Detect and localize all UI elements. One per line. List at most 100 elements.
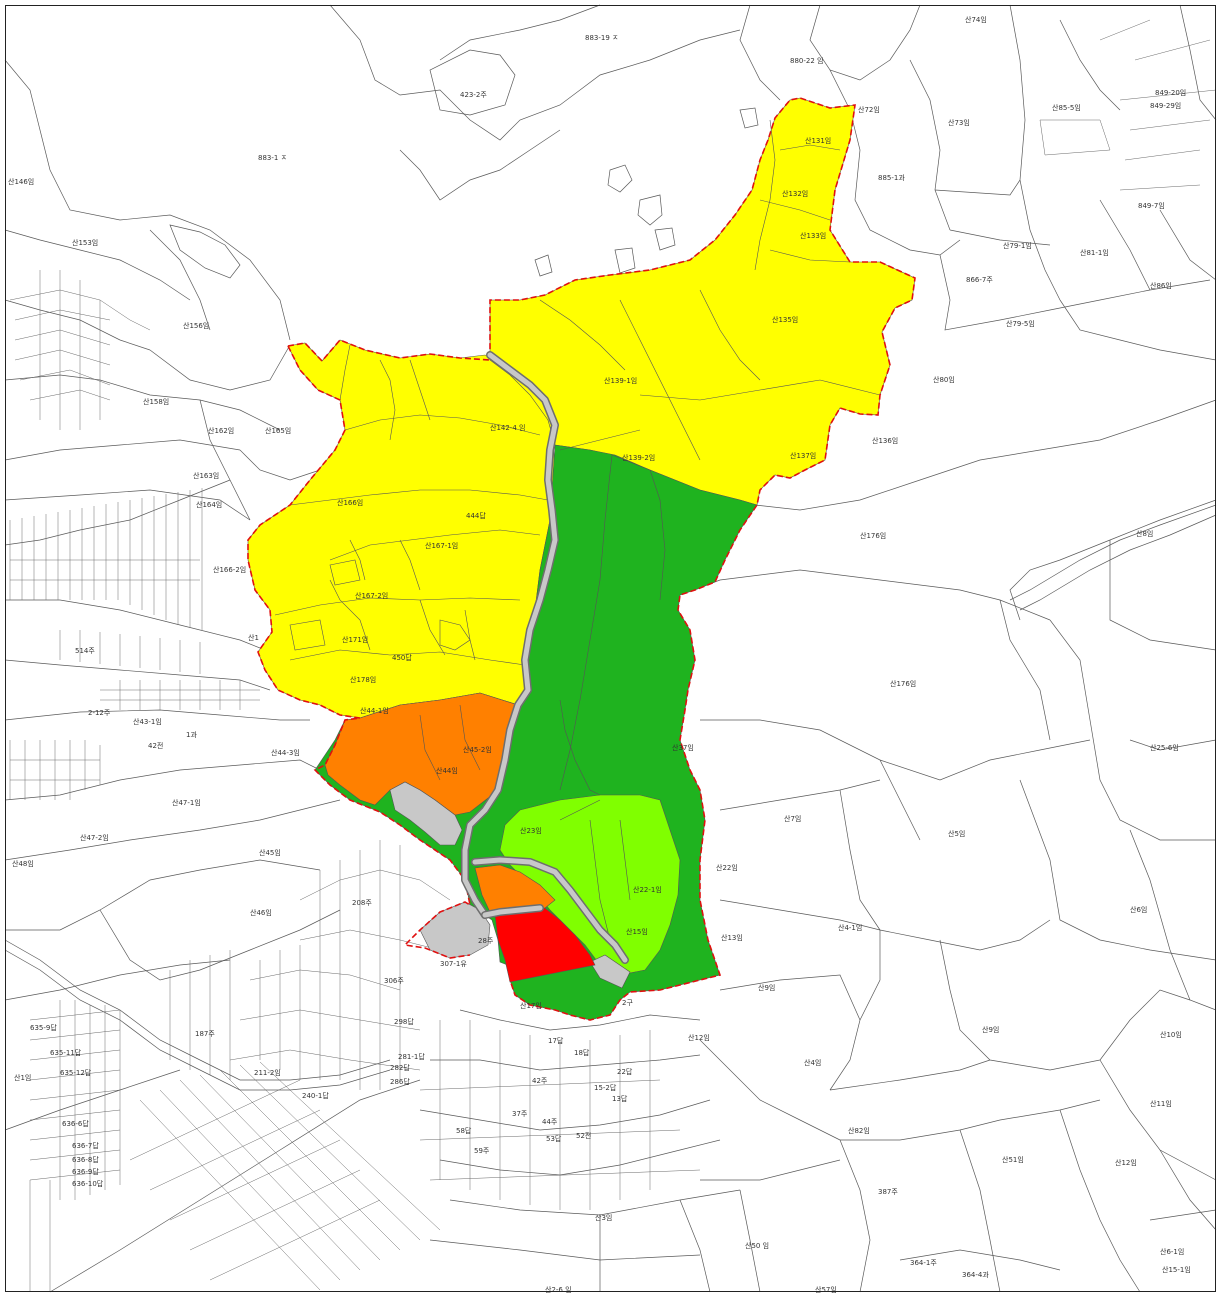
project-boundary-west [247,345,472,959]
access-road[interactable] [461,351,629,964]
label-l078: 187주 [195,1030,215,1038]
label-l053: 산45-2임 [463,745,492,754]
label-l091: 산4-1임 [838,923,862,932]
label-l092: 산9임 [982,1025,999,1034]
label-l049: 42전 [148,741,163,750]
label-l086: 636-10답 [72,1179,104,1188]
label-l057: 산45임 [259,848,281,857]
label-l098: 산4임 [804,1058,821,1067]
label-l094: 산10임 [1160,1030,1182,1039]
zone-inner-parcels [274,119,881,941]
label-l043: 산178임 [350,675,376,684]
label-l028: 산146임 [8,177,34,186]
label-l026: 산86임 [1150,281,1172,290]
label-l116: 15-2답 [594,1083,617,1092]
parcel-labels: 883-19 ㅈ 880-22 임 423-2주 883-1 ㅈ 산74임 산7… [8,15,1191,1294]
label-l040: 산166-2임 [213,565,246,574]
label-l075: 208주 [352,899,372,907]
label-l099: 산82임 [848,1126,870,1135]
label-l106: 364-1주 [910,1259,937,1267]
label-l122: 52전 [576,1131,591,1140]
label-l032: 산162임 [208,426,234,435]
label-l005: 산74임 [965,15,987,24]
label-l013: 산142-4 임 [490,423,525,432]
label-l107: 364-4과 [962,1270,989,1279]
label-l035: 산164임 [196,500,222,509]
label-l039: 산167-2임 [355,591,388,600]
label-l093: 산6임 [1130,905,1147,914]
label-l121: 53답 [546,1134,562,1143]
label-l055: 산47-2임 [80,833,109,842]
label-l085: 636-9답 [72,1167,99,1176]
label-l046: 514주 [75,647,95,655]
label-l076: 211-2임 [254,1069,281,1077]
label-l073: 282답 [390,1063,410,1072]
label-l002: 880-22 임 [790,57,823,65]
label-l096: 산12임 [1115,1158,1137,1167]
label-l048: 산43-1임 [133,717,162,726]
label-l001: 883-19 ㅈ [585,34,618,42]
label-l070: 306주 [384,977,404,985]
label-l068: 28주 [478,937,494,945]
label-l019: 866-7주 [966,276,993,284]
gray-zone-road-end[interactable] [589,954,631,989]
zones [247,97,916,1021]
label-l047: 2-12주 [88,709,111,717]
label-l101: 산3임 [595,1213,612,1222]
label-l015: 산137임 [790,451,816,460]
parcel-lines-background [4,4,1217,1293]
label-l006: 산72임 [858,105,880,114]
label-l062: 산22-1임 [633,885,662,894]
label-l051: 산44-1임 [360,706,389,715]
label-l081: 635-12답 [60,1068,92,1077]
label-l084: 636-8답 [72,1155,99,1164]
label-l066: 산17임 [520,1001,542,1010]
label-l077: 240-1답 [302,1091,329,1100]
label-l041: 산171임 [342,635,368,644]
label-l124: 59주 [474,1147,490,1155]
label-l012: 산139-1임 [604,376,637,385]
label-l009: 산132임 [782,189,808,198]
label-l021: 849-20임 [1155,89,1186,97]
label-l023: 산85-5임 [1052,103,1081,112]
label-l105: 387주 [878,1188,898,1196]
label-l080: 635-11답 [50,1048,82,1057]
label-l071: 298답 [394,1017,414,1026]
label-l020: 산79-5임 [1006,319,1035,328]
label-l123: 58답 [456,1126,472,1135]
label-l111: 산25-6임 [1150,743,1179,752]
label-l018: 산79-1임 [1003,241,1032,250]
label-l011: 산135임 [772,315,798,324]
label-l118: 42주 [532,1077,548,1085]
label-l038: 산167-1임 [425,541,458,550]
label-l058: 산46임 [250,908,272,917]
label-l074: 286답 [390,1077,410,1086]
label-l034: 산163임 [193,471,219,480]
label-l095: 산11임 [1150,1099,1172,1108]
label-l065: 산13임 [721,933,743,942]
label-l104: 산2-6 임 [545,1285,572,1294]
gray-zone-south[interactable] [419,901,491,959]
label-l052: 산44-3임 [271,748,300,757]
label-l003: 423-2주 [460,91,487,99]
red-zone[interactable] [494,907,596,983]
label-l097: 산12임 [688,1033,710,1042]
label-l007: 산73임 [948,118,970,127]
gray-zone-north[interactable] [389,781,463,846]
label-l088: 산5임 [948,829,965,838]
label-l031: 산158임 [143,397,169,406]
label-l060: 산37임 [672,743,694,752]
label-l036: 산166임 [337,498,363,507]
label-l050: 1과 [186,730,197,739]
label-l119: 37주 [512,1110,528,1118]
label-l054: 산47-1임 [172,798,201,807]
label-l044: 산176임 [860,531,886,540]
label-l061: 산23임 [520,826,542,835]
label-l033: 산165임 [265,426,291,435]
label-l042: 450답 [392,653,412,662]
label-l112: 산1임 [14,1073,31,1082]
label-l017: 산80임 [933,375,955,384]
label-l114: 18답 [574,1048,590,1057]
